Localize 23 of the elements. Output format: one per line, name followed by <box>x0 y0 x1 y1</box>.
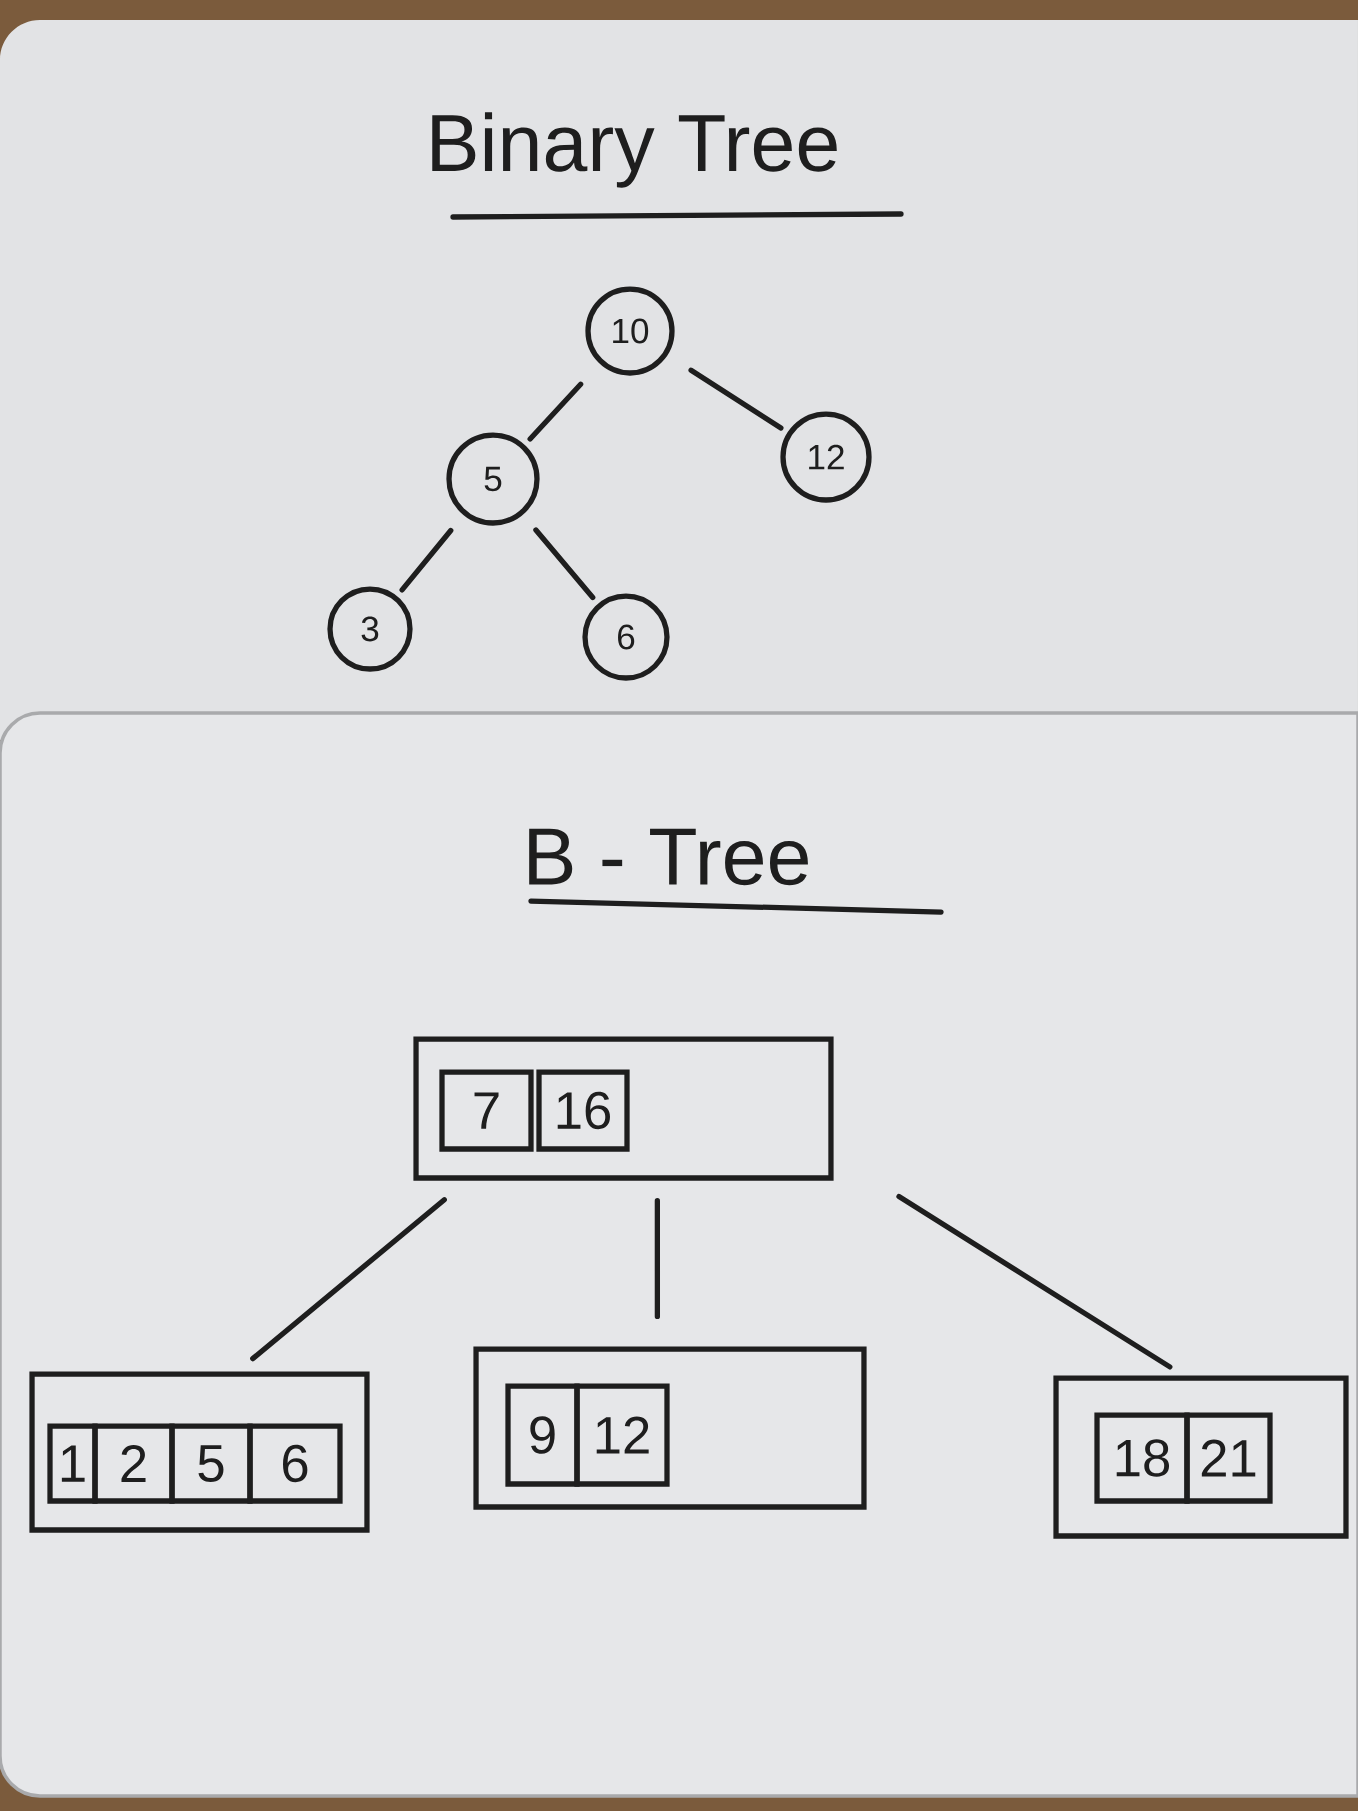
btree-node-box <box>413 1036 834 1181</box>
key-cell: 1 <box>47 1423 98 1504</box>
key-cell: 5 <box>169 1423 253 1504</box>
key-cell: 12 <box>574 1383 670 1487</box>
key-cell: 16 <box>536 1069 630 1152</box>
heading: Binary Tree <box>432 112 837 188</box>
branch-line <box>399 527 454 593</box>
branch-line <box>533 527 596 601</box>
btree-node-box <box>473 1346 867 1510</box>
key-cell: 6 <box>247 1423 343 1504</box>
key-cell: 2 <box>92 1423 175 1504</box>
branch-line <box>654 1198 660 1320</box>
key-cell: 7 <box>439 1069 534 1152</box>
branch-line <box>527 381 584 442</box>
branch-line <box>250 1197 447 1362</box>
heading: B - Tree <box>529 828 808 886</box>
key-cell: 18 <box>1094 1412 1190 1504</box>
btree-node-box <box>1053 1375 1349 1539</box>
key-cell: 21 <box>1184 1412 1273 1504</box>
branch-line <box>688 367 784 431</box>
branch-line <box>896 1193 1173 1370</box>
key-cell: 9 <box>505 1383 580 1487</box>
btree-node-box <box>29 1371 370 1533</box>
